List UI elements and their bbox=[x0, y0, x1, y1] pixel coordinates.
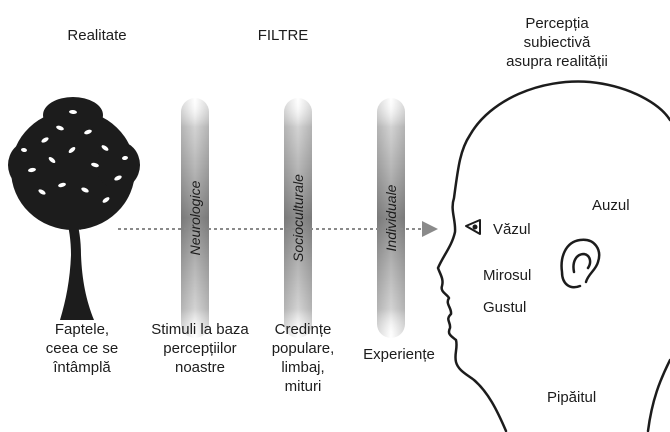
sense-label-taste: Gustul bbox=[483, 298, 526, 317]
filter-caption-line: Credințe bbox=[272, 320, 335, 339]
filter-caption-line: noastre bbox=[151, 358, 249, 377]
filter-caption-individuale: Experiențe bbox=[363, 345, 435, 364]
perception-header-line: asupra realității bbox=[506, 52, 608, 71]
filter-caption-socioculturale: Credințe populare, limbaj, mituri bbox=[272, 320, 335, 396]
perception-header-line: Percepția bbox=[506, 14, 608, 33]
filter-label-socioculturale: Socioculturale bbox=[290, 174, 306, 262]
reality-header: Realitate bbox=[67, 26, 126, 45]
tree-icon bbox=[8, 97, 140, 320]
sense-label-hearing: Auzul bbox=[592, 196, 630, 215]
perception-header: Percepția subiectivă asupra realității bbox=[506, 14, 608, 71]
filter-caption-line: mituri bbox=[272, 377, 335, 396]
head-profile-icon bbox=[438, 82, 670, 431]
reality-caption: Faptele, ceea ce se întâmplă bbox=[46, 320, 119, 377]
sense-label-sight: Văzul bbox=[493, 220, 531, 239]
sense-label-touch: Pipăitul bbox=[547, 388, 596, 407]
filters-header: FILTRE bbox=[258, 26, 309, 45]
reality-caption-line: întâmplă bbox=[46, 358, 119, 377]
perception-header-line: subiectivă bbox=[506, 33, 608, 52]
filter-caption-line: Experiențe bbox=[363, 345, 435, 364]
filter-caption-line: percepțiilor bbox=[151, 339, 249, 358]
filter-caption-line: limbaj, bbox=[272, 358, 335, 377]
filter-caption-line: Stimuli la baza bbox=[151, 320, 249, 339]
reality-caption-line: ceea ce se bbox=[46, 339, 119, 358]
filter-label-neurologice: Neurologice bbox=[187, 181, 203, 256]
reality-caption-line: Faptele, bbox=[46, 320, 119, 339]
filter-caption-neurologice: Stimuli la baza percepțiilor noastre bbox=[151, 320, 249, 377]
filter-label-individuale: Individuale bbox=[383, 185, 399, 252]
filter-caption-line: populare, bbox=[272, 339, 335, 358]
sense-label-smell: Mirosul bbox=[483, 266, 531, 285]
